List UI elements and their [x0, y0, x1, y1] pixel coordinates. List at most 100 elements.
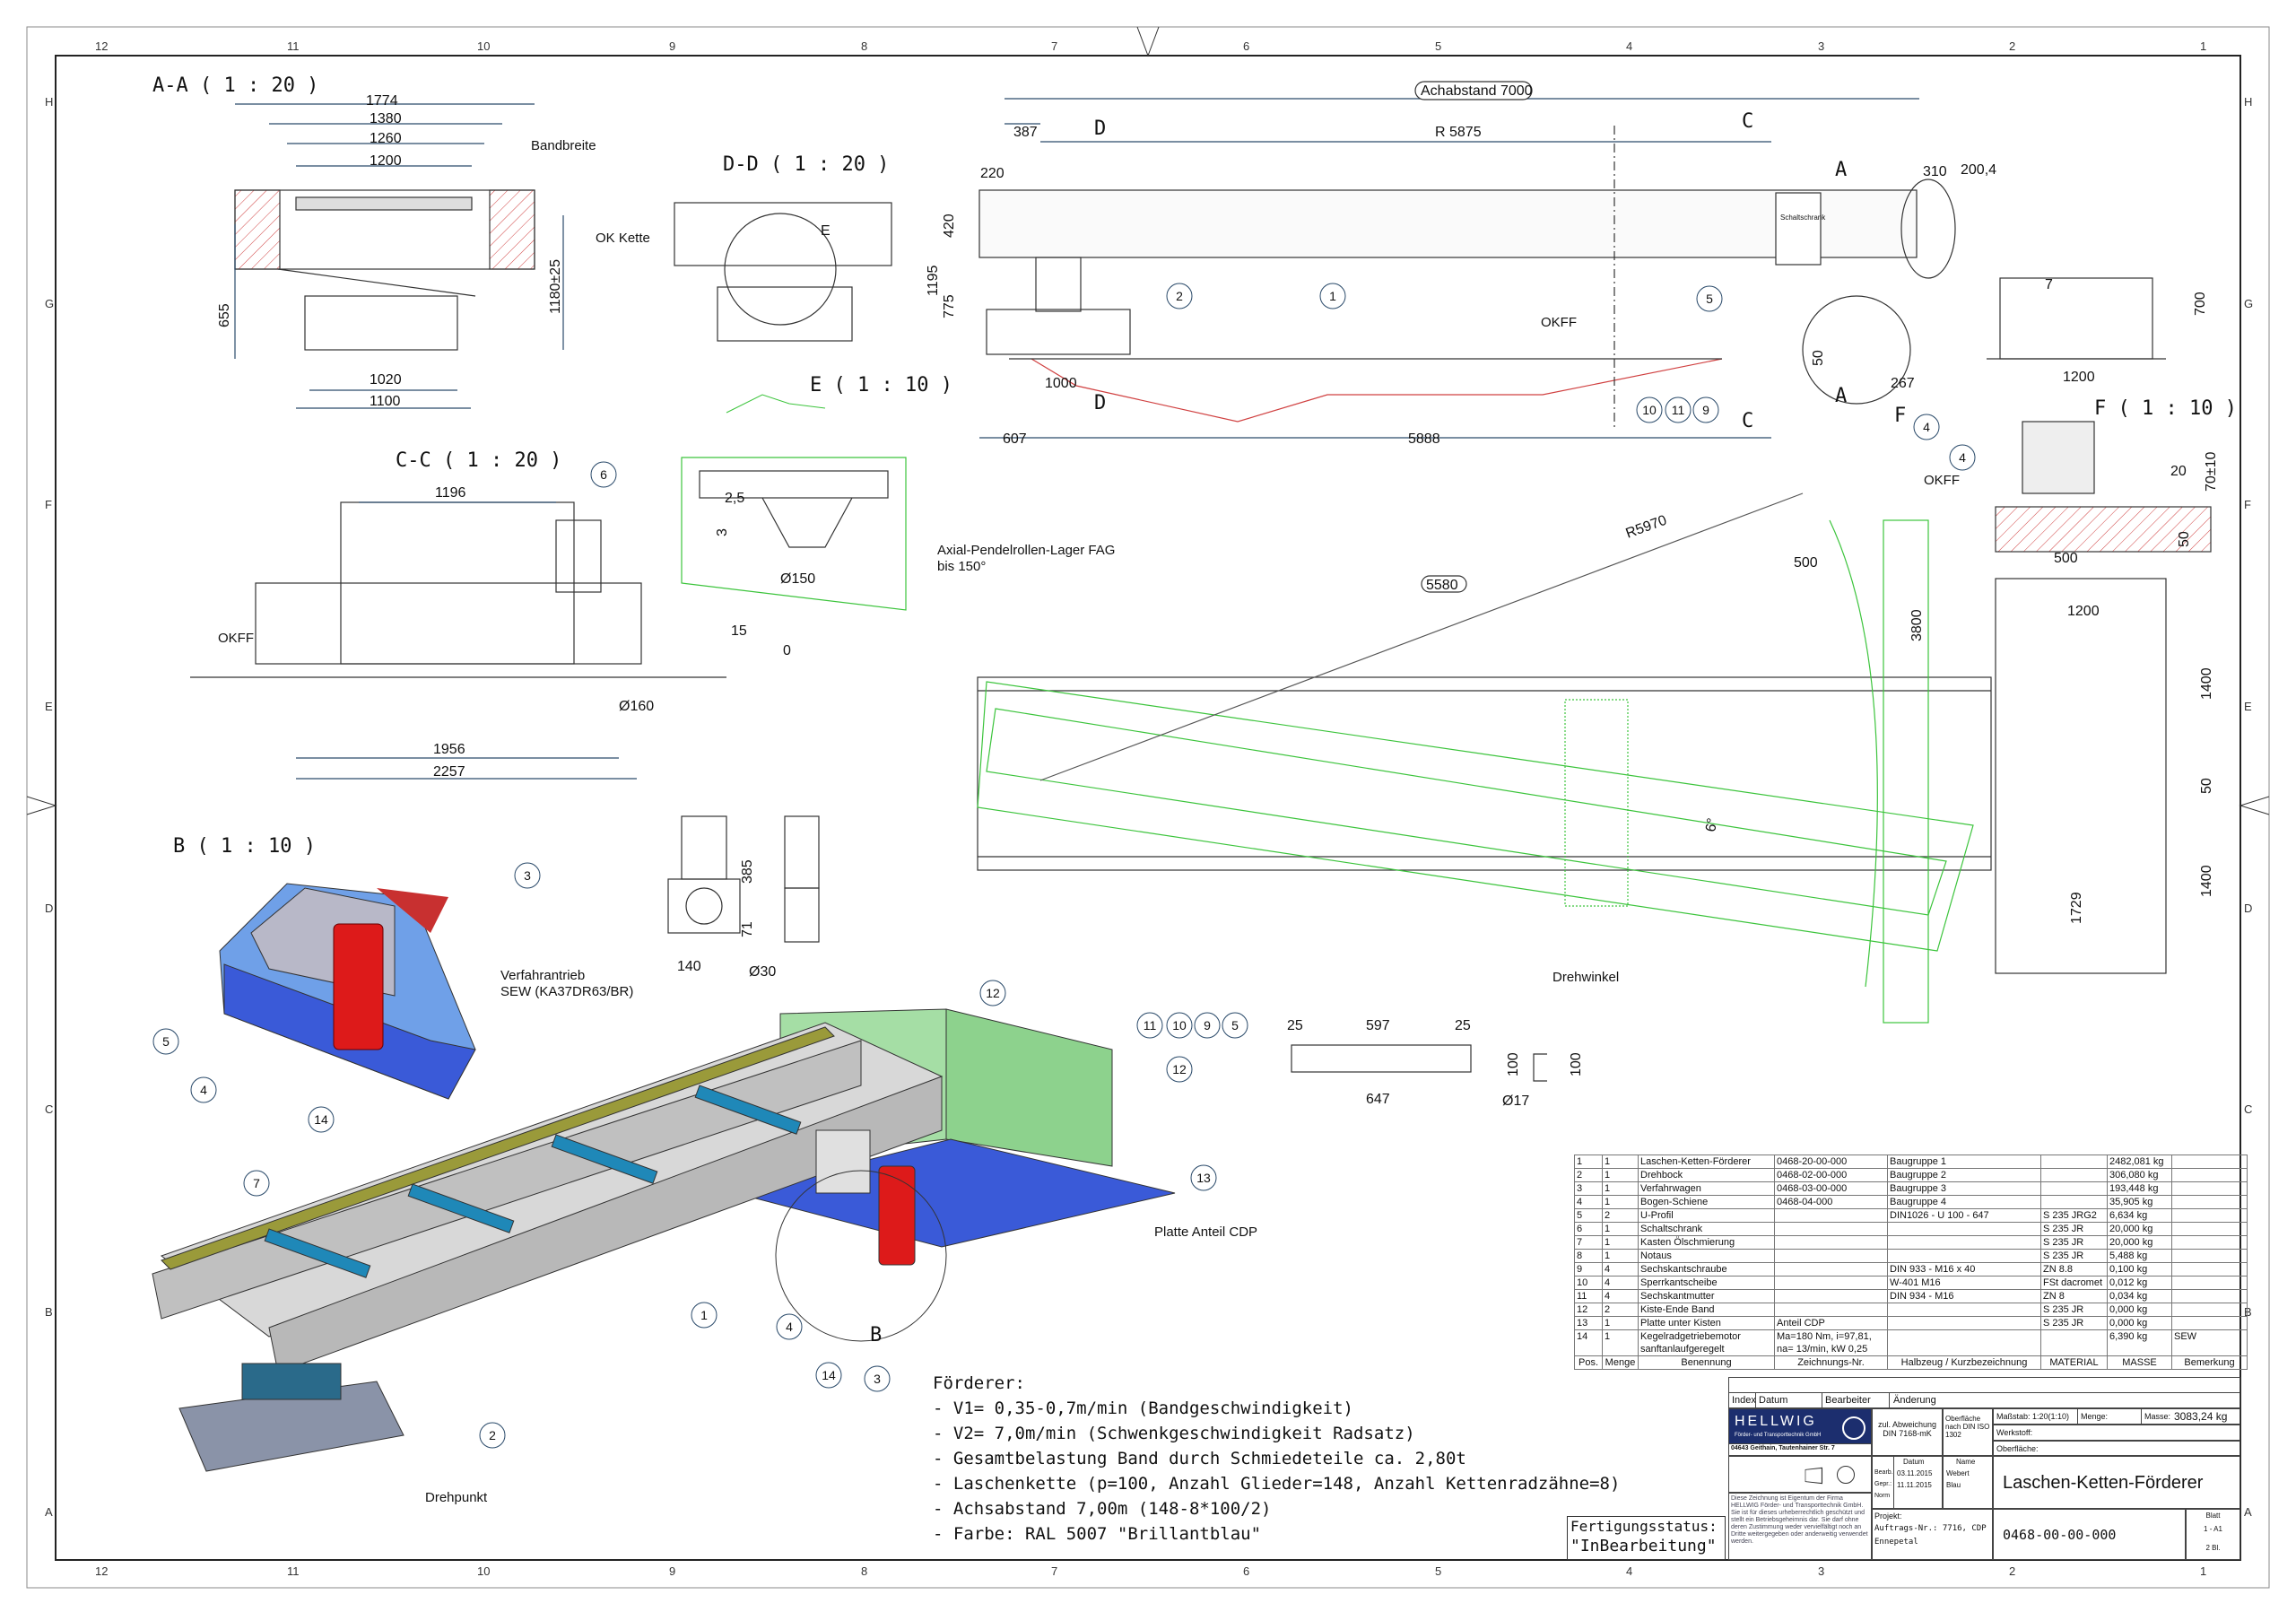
view-label-f: F ( 1 : 10 ) — [2094, 397, 2237, 420]
dim: 500 — [2054, 551, 2078, 566]
zone-6: 6 — [1243, 1564, 1249, 1578]
rev-index: Index — [1732, 1395, 1756, 1406]
surface-row: Oberfläche: — [1993, 1441, 2240, 1456]
dim: 1200 — [2067, 604, 2100, 619]
parts-cell — [1774, 1208, 1888, 1223]
zone-markers-top: 12 11 10 9 8 7 6 5 4 3 2 1 — [95, 39, 2206, 53]
parts-cell — [1774, 1289, 1888, 1303]
balloon: 11 — [1136, 1012, 1163, 1039]
dim: 71 — [740, 921, 755, 937]
parts-cell — [1774, 1222, 1888, 1236]
dim: 100 — [1506, 1052, 1521, 1076]
rev-change: Änderung — [1893, 1395, 1936, 1406]
projection-circle-icon — [1837, 1466, 1855, 1484]
dim: Ø160 — [619, 699, 654, 714]
parts-cell: W-401 M16 — [1887, 1276, 2041, 1290]
balloon: 12 — [979, 980, 1006, 1006]
balloon-number: 4 — [1959, 450, 1966, 465]
parts-header: Menge — [1602, 1355, 1639, 1370]
parts-cell: Bogen-Schiene — [1638, 1195, 1775, 1209]
address-text: 04643 Geithain, Tautenhainer Str. 7 — [1731, 1445, 1835, 1451]
parts-cell: DIN 934 - M16 — [1887, 1289, 2041, 1303]
parts-cell: 1 — [1602, 1168, 1639, 1182]
dim: 1956 — [433, 742, 465, 757]
dim: 2,5 — [725, 491, 744, 506]
parts-cell: 306,080 kg — [2107, 1168, 2172, 1182]
dim: 200,4 — [1961, 162, 1996, 178]
view-section-cc: C-C ( 1 : 20 ) 1196 1956 2257 15 0 Ø160 … — [190, 449, 791, 780]
dim: 700 — [2193, 292, 2208, 316]
zone-h: H — [45, 95, 53, 109]
col-datum: Datum — [1903, 1458, 1925, 1466]
zone-4: 4 — [1626, 1564, 1632, 1578]
approval-names: Name Webert Blau — [1943, 1456, 1993, 1509]
parts-cell: SEW — [2171, 1329, 2248, 1356]
parts-cell: FSt dacromet — [2040, 1276, 2108, 1290]
parts-cell: 0,000 kg — [2107, 1316, 2172, 1330]
view-u-profile: 25 597 25 647 100 100 Ø17 — [1287, 1018, 1584, 1109]
view-side-elevation: Achabstand 7000 Schaltschrank 387 R 5875… — [926, 81, 2208, 447]
sheet-number: 1 - A1 — [2204, 1525, 2222, 1533]
dim: 3 — [715, 528, 730, 536]
parts-header: Bemerkung — [2171, 1355, 2248, 1370]
parts-cell: 20,000 kg — [2107, 1222, 2172, 1236]
note-line: - Farbe: RAL 5007 "Brillantblau" — [933, 1524, 1262, 1544]
view-detail-b: B ( 1 : 10 ) Verfahrantrieb SEW (KA37DR6… — [173, 835, 633, 1100]
parts-cell: 2482,081 kg — [2107, 1155, 2172, 1169]
parts-cell: Verfahrwagen — [1638, 1181, 1775, 1196]
parts-cell — [2171, 1276, 2248, 1290]
parts-cell: 4 — [1574, 1195, 1603, 1209]
parts-cell: Sechskantmutter — [1638, 1289, 1775, 1303]
parts-cell: 6,390 kg — [2107, 1329, 2172, 1356]
dim: 6° — [1703, 817, 1720, 833]
rev-divider — [1889, 1393, 1890, 1407]
parts-cell — [1887, 1235, 2041, 1250]
parts-cell — [2040, 1155, 2108, 1169]
balloon-number: 11 — [1144, 1018, 1157, 1033]
mass-label: Masse: — [2144, 1412, 2171, 1421]
drawing-title-field: Laschen-Ketten-Förderer — [1993, 1456, 2240, 1509]
balloon-number: 1 — [1329, 289, 1336, 303]
dim: 7 — [2045, 277, 2053, 292]
balloon-number: 2 — [1176, 289, 1183, 303]
zone-5: 5 — [1435, 39, 1441, 53]
dim: 70±10 — [2204, 452, 2219, 492]
parts-cell: 6,634 kg — [2107, 1208, 2172, 1223]
parts-cell: S 235 JR — [2040, 1316, 2108, 1330]
parts-cell: S 235 JR — [2040, 1249, 2108, 1263]
dim: 387 — [1013, 125, 1038, 140]
sheet-label: Blatt — [2205, 1512, 2221, 1520]
note-line: - Gesamtbelastung Band durch Schmiedetei… — [933, 1449, 1466, 1468]
zone-7: 7 — [1051, 39, 1057, 53]
drawing-number-field: 0468-00-00-000 — [1993, 1509, 2186, 1560]
zone-f: F — [2244, 498, 2251, 511]
balloon: 4 — [1913, 414, 1940, 440]
balloon-number: 14 — [822, 1368, 836, 1382]
company-name: HELLWIG — [1735, 1414, 1817, 1429]
parts-cell: 1 — [1602, 1195, 1639, 1209]
view-detail-e: 2,5 3 Ø150 Axial-Pendelrollen-Lager FAG … — [681, 457, 1115, 611]
balloon: 4 — [1949, 444, 1976, 471]
parts-cell: 1 — [1602, 1316, 1639, 1330]
dim: 50 — [2199, 778, 2214, 794]
balloon-number: 3 — [874, 1372, 881, 1386]
project-label: Projekt: — [1874, 1512, 1902, 1521]
parts-cell — [1774, 1276, 1888, 1290]
parts-cell: ZN 8.8 — [2040, 1262, 2108, 1277]
dim-achsabstand: Achabstand 7000 — [1421, 83, 1533, 99]
parts-cell: S 235 JR — [2040, 1222, 2108, 1236]
parts-cell — [1887, 1249, 2041, 1263]
parts-cell: 3 — [1574, 1181, 1603, 1196]
balloon: 2 — [479, 1422, 506, 1449]
parts-cell: 5 — [1574, 1208, 1603, 1223]
balloons: 1 2 5 10 11 9 4 4 6 3 5 4 14 11 10 9 5 1… — [152, 283, 1976, 1449]
parts-cell: 1 — [1602, 1235, 1639, 1250]
parts-cell: 1 — [1602, 1181, 1639, 1196]
balloon: 7 — [243, 1170, 270, 1197]
material-label: Werkstoff: — [1996, 1428, 2033, 1437]
dim: 1100 — [370, 394, 401, 409]
